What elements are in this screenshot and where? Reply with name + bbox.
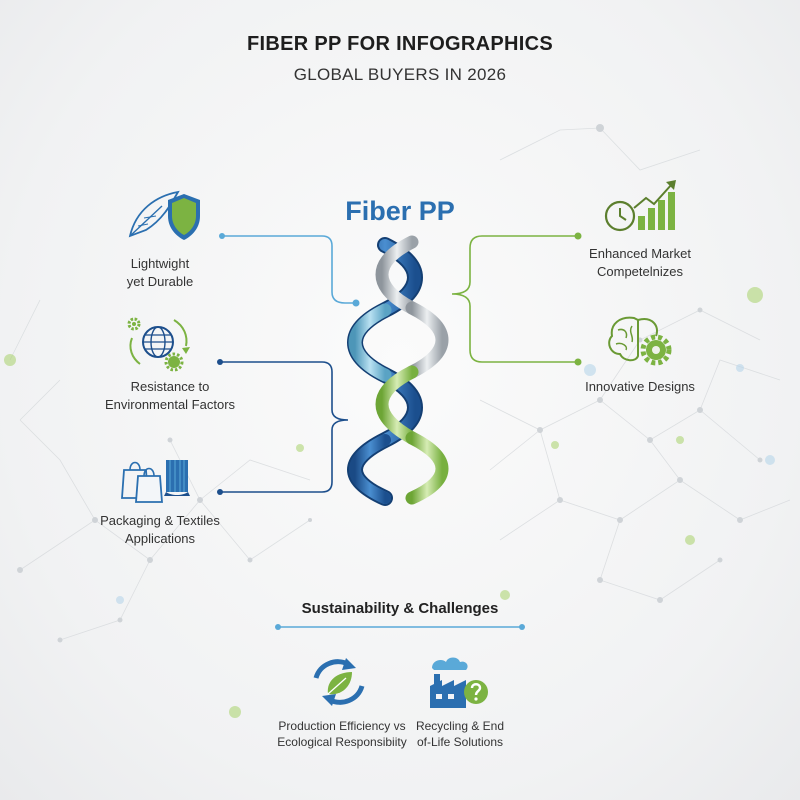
label-line: Environmental Factors	[104, 397, 236, 412]
feather-shield-icon	[128, 190, 200, 240]
fiber-helix-icon	[347, 235, 449, 506]
label-line: yet Durable	[126, 274, 194, 289]
globe-gear-icon	[127, 317, 190, 372]
connector-node	[217, 489, 223, 495]
label-resistance: Resistance to Environmental Factors	[70, 378, 270, 414]
label-lightweight: Lightwight yet Durable	[90, 255, 230, 291]
label-line: Packaging & Textiles	[100, 513, 220, 528]
label-line: Lightwight	[130, 256, 190, 271]
label-innovative: Innovative Designs	[560, 378, 720, 396]
label-market: Enhanced Market Competelnizes	[560, 245, 720, 281]
recycle-leaf-icon	[313, 658, 365, 706]
connector-node	[574, 358, 582, 366]
label-line: Innovative Designs	[585, 379, 695, 394]
connector-node	[219, 233, 225, 239]
clock-growth-chart-icon	[604, 180, 676, 232]
label-line: Recycling & End	[415, 719, 505, 733]
connector-node	[352, 299, 360, 307]
label-production: Production Efficiency vs Ecological Resp…	[262, 718, 422, 750]
brain-gear-icon	[608, 316, 672, 366]
label-line: of-Life Solutions	[416, 735, 504, 749]
connector-bracket-right	[451, 235, 578, 363]
connector-node	[217, 359, 223, 365]
label-line: Enhanced Market	[589, 246, 691, 261]
label-line: Ecological Responsibiity	[277, 735, 407, 749]
bags-textile-icon	[121, 460, 190, 503]
page-subtitle: GLOBAL BUYERS IN 2026	[293, 65, 507, 84]
label-line: Production Efficiency vs	[278, 719, 406, 733]
factory-question-icon	[430, 657, 488, 708]
connector-lightweight	[222, 235, 355, 304]
connector-bracket-left	[220, 361, 349, 493]
label-line: Applications	[124, 531, 196, 546]
page-title: FIBER PP FOR INFOGRAPHICS	[246, 33, 554, 55]
label-line: Resistance to	[130, 379, 210, 394]
center-label: Fiber PP	[345, 196, 455, 226]
connector-node	[574, 232, 582, 240]
sustainability-heading: Sustainability & Challenges	[301, 600, 499, 617]
label-packaging: Packaging & Textiles Applications	[60, 512, 260, 548]
sustainability-divider	[275, 624, 525, 630]
label-line: Competelnizes	[597, 264, 683, 279]
label-recycling: Recycling & End of-Life Solutions	[390, 718, 530, 750]
